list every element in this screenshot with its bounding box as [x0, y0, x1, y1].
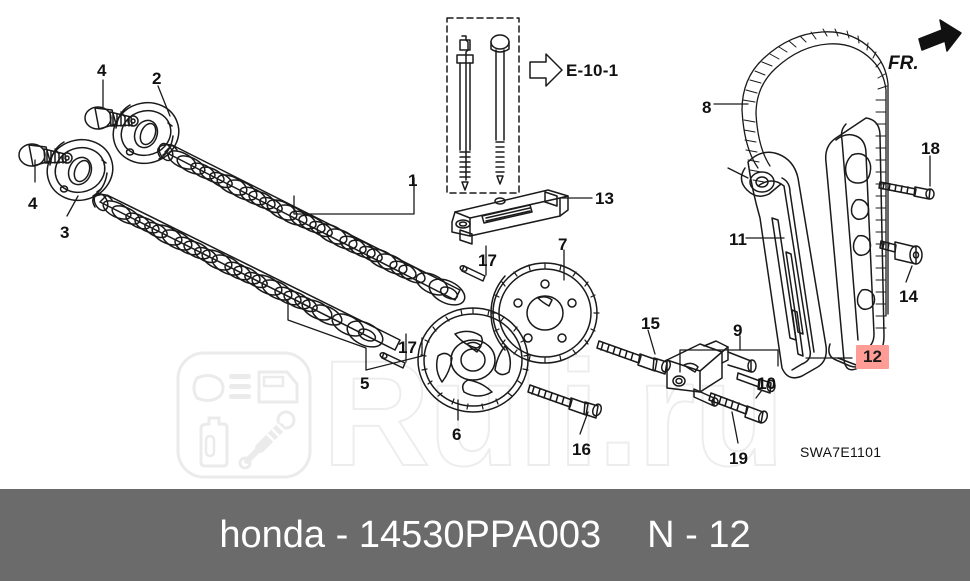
diagram-artwork	[18, 17, 962, 444]
callout-9[interactable]: 9	[733, 321, 743, 340]
callout-4-upper[interactable]: 4	[97, 61, 107, 80]
callout-17-upper[interactable]: 17	[478, 251, 497, 270]
footer-page-number: N - 12	[647, 513, 751, 556]
callout-1[interactable]: 1	[408, 171, 418, 190]
callout-5[interactable]: 5	[360, 374, 370, 393]
callout-18[interactable]: 18	[921, 139, 940, 158]
footer-part-title: honda - 14530PPA003	[219, 513, 602, 556]
callout-19[interactable]: 19	[729, 449, 748, 468]
footer-bar: honda - 14530PPA003 N - 12	[0, 489, 970, 581]
callout-6[interactable]: 6	[452, 425, 462, 444]
callout-4-lower[interactable]: 4	[28, 194, 38, 213]
callout-13[interactable]: 13	[595, 189, 614, 208]
diagram-code: SWA7E1101	[800, 444, 882, 460]
callout-2[interactable]: 2	[152, 69, 162, 88]
fr-direction-label: FR.	[888, 53, 919, 74]
parts-diagram: Ruli.ru	[18, 17, 962, 489]
callout-12-highlighted[interactable]: 12	[856, 345, 889, 369]
callout-10[interactable]: 10	[757, 374, 776, 393]
callout-8[interactable]: 8	[702, 98, 712, 117]
callout-17-lower[interactable]: 17	[398, 338, 417, 357]
callout-15[interactable]: 15	[641, 314, 660, 333]
callout-16[interactable]: 16	[572, 440, 591, 459]
callout-3[interactable]: 3	[60, 223, 70, 242]
callout-11[interactable]: 11	[729, 230, 747, 249]
callout-7[interactable]: 7	[558, 235, 568, 254]
reference-link-e-10-1[interactable]: E-10-1	[566, 61, 619, 80]
callout-14[interactable]: 14	[899, 287, 918, 306]
